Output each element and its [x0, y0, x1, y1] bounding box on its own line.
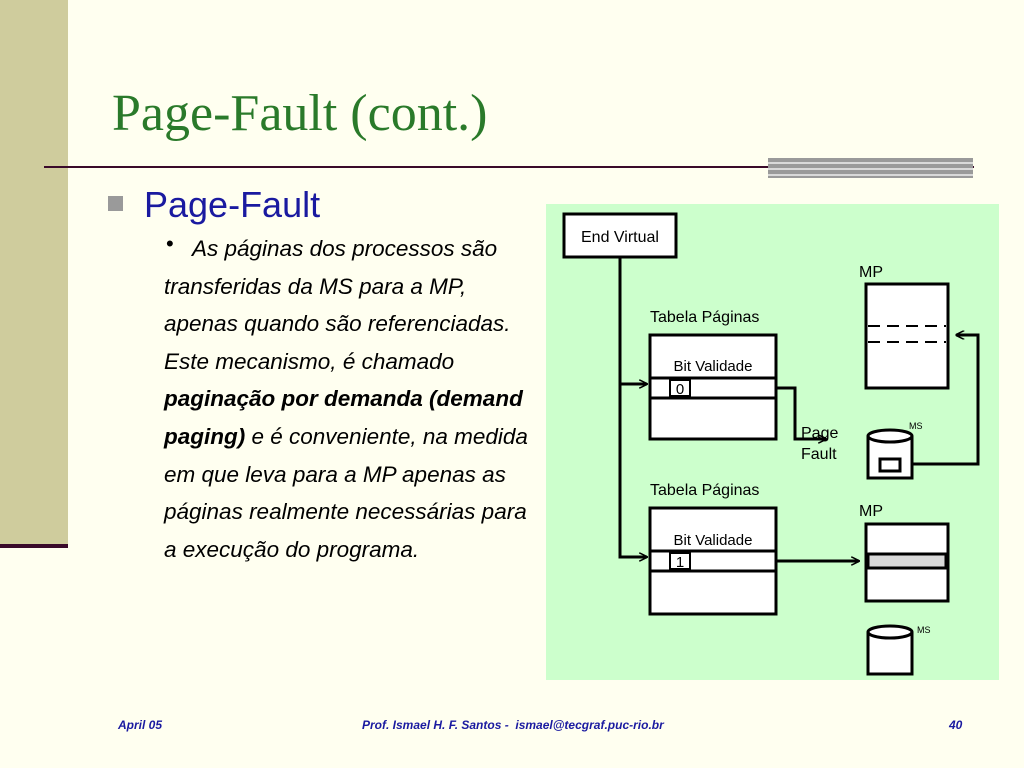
left-band-underline — [0, 544, 68, 548]
top-valid-bit-cell — [669, 379, 691, 397]
bottom-ms-label: MS — [917, 625, 931, 635]
bottom-valid-bit-value: 1 — [676, 554, 684, 571]
square-bullet-icon — [108, 196, 123, 211]
top-table-entry — [648, 376, 778, 400]
sub-bullet-text: As páginas dos processos são transferida… — [164, 230, 544, 568]
bottom-table-label: Tabela Páginas — [650, 482, 759, 499]
bottom-secondary-storage — [866, 624, 914, 676]
end-virtual-label: End Virtual — [581, 229, 659, 246]
bottom-bit-label: Bit Validade — [674, 532, 753, 549]
bottom-mp-label: MP — [859, 503, 883, 520]
top-ms-label: MS — [909, 421, 923, 431]
page-fault-label-line2: Fault — [801, 446, 837, 463]
top-secondary-storage — [866, 428, 914, 480]
title-rule-accent-bar — [768, 158, 973, 178]
footer-author: Prof. Ismael H. F. Santos - ismael@tecgr… — [362, 718, 664, 732]
page-fault-label-line1: Page — [801, 425, 838, 442]
sub-bullet-bold: paginação por demanda (demand paging) — [164, 386, 523, 449]
bullet-heading: Page-Fault — [144, 184, 321, 225]
top-bit-label: Bit Validade — [674, 358, 753, 375]
top-mp-label: MP — [859, 264, 883, 281]
sub-bullet-lead: As páginas dos processos são transferida… — [164, 236, 511, 374]
arrow-to-bottom-table — [618, 384, 647, 557]
left-decorative-band — [0, 0, 68, 546]
footer-page-number: 40 — [949, 718, 963, 732]
demand-paging-diagram: End Virtual Tabela Páginas Bit Validade … — [546, 204, 999, 680]
top-table-label: Tabela Páginas — [650, 309, 759, 326]
diagram-svg: End Virtual Tabela Páginas Bit Validade … — [562, 212, 980, 676]
title-rule — [44, 166, 974, 168]
bottom-table-entry — [648, 549, 778, 573]
bottom-valid-bit-cell — [669, 552, 691, 570]
swap-in-arrow — [912, 335, 980, 466]
bottom-mp-loaded-page — [866, 552, 948, 570]
page-fault-arrow — [776, 386, 826, 439]
top-main-memory — [864, 282, 950, 390]
top-valid-bit-value: 0 — [676, 381, 684, 398]
footer-date: April 05 — [118, 718, 163, 732]
sub-bullet-tail: e é conveniente, na medida em que leva p… — [164, 423, 528, 562]
dot-bullet-icon: • — [166, 231, 174, 256]
slide-title: Page-Fault (cont.) — [112, 85, 488, 142]
arrow-to-top-table — [618, 257, 647, 384]
